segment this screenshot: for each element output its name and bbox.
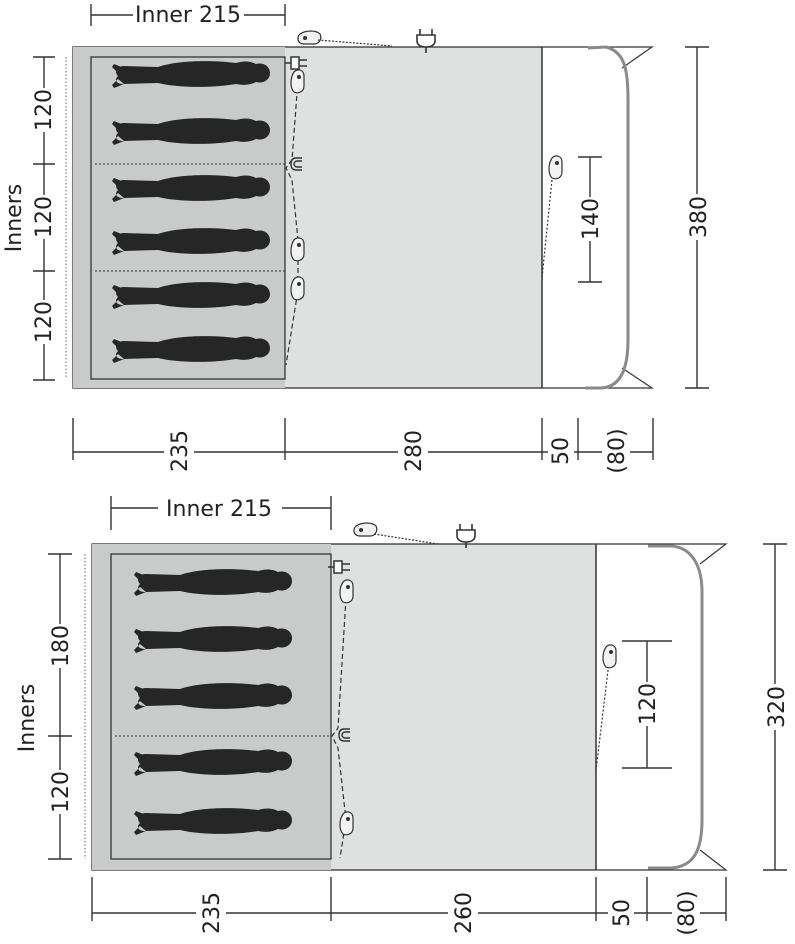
door-toggle-icon: [353, 522, 378, 537]
bottom-inner-width-label: Inner 215: [166, 497, 272, 522]
bottom-dim-porch-extended: (80): [675, 890, 700, 935]
top-door-width-label: 140: [579, 198, 604, 240]
bottom-dim-living: 260: [452, 892, 477, 934]
door-toggle-icon: [339, 811, 354, 836]
top-room-height-1: 120: [32, 89, 57, 131]
top-inners-label: Inners: [2, 184, 27, 252]
bottom-inners-label: Inners: [15, 684, 40, 752]
bottom-door-width-label: 120: [636, 683, 661, 725]
door-toggle-icon: [339, 579, 354, 604]
door-toggle-icon: [290, 276, 305, 301]
door-toggle-icon: [602, 644, 617, 669]
bottom-inner-room-outline: [110, 553, 332, 860]
bottom-dim-sleeping: 235: [200, 892, 225, 934]
top-inner-width-label: Inner 215: [135, 3, 241, 28]
door-toggle-icon: [290, 69, 305, 94]
top-plan: Inner 215 120 120 120 Inners 140 380: [2, 3, 712, 474]
top-porch-outline: [542, 46, 654, 389]
top-room-height-3: 120: [32, 301, 57, 343]
top-inner-room-outline: [90, 56, 286, 380]
bottom-plan: Inner 215 180 120 Inners 120 320: [15, 496, 790, 936]
bottom-porch-pole: [648, 544, 704, 870]
top-sleeping-area: [73, 47, 285, 388]
top-dim-sleeping: 235: [168, 430, 193, 472]
top-dim-living: 280: [402, 430, 427, 472]
door-toggle-icon: [290, 237, 305, 262]
bottom-room-height-1: 180: [49, 625, 74, 667]
bottom-room-height-2: 120: [49, 771, 74, 813]
bottom-porch-outline: [596, 543, 728, 871]
bottom-dim-porch: 50: [610, 899, 635, 927]
top-porch-pole: [585, 45, 630, 390]
top-room-height-2: 120: [32, 196, 57, 238]
top-total-depth-label: 380: [687, 196, 712, 238]
top-dim-porch-extended: (80): [605, 428, 630, 473]
door-toggle-icon: [548, 155, 563, 180]
bottom-total-depth-label: 320: [765, 686, 790, 728]
top-dim-porch: 50: [549, 437, 574, 465]
door-toggle-icon: [297, 30, 322, 45]
